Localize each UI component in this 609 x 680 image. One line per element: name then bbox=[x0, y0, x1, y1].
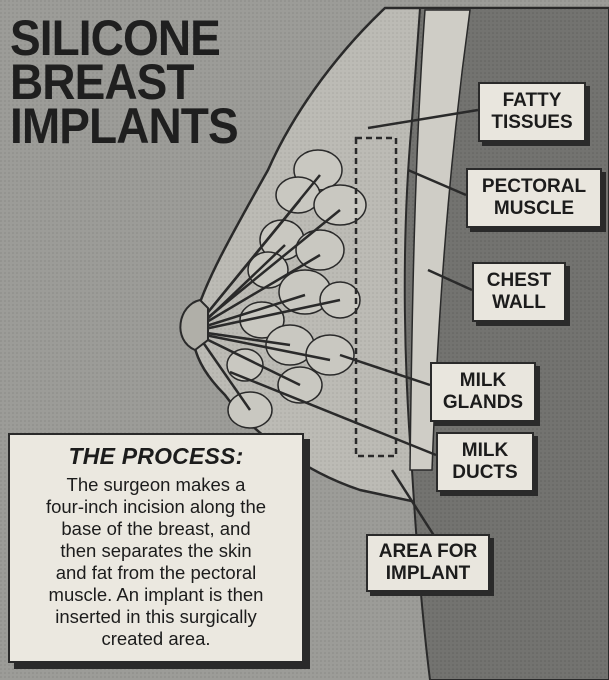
label-chest-wall: CHEST WALL bbox=[472, 262, 566, 322]
process-panel: THE PROCESS: The surgeon makes a four-in… bbox=[8, 433, 304, 663]
process-description: The surgeon makes a four-inch incision a… bbox=[10, 474, 302, 650]
diagram-title: SILICONE BREAST IMPLANTS bbox=[10, 16, 238, 148]
label-chest-wall-line1: CHEST bbox=[487, 270, 551, 292]
process-line-2: four-inch incision along the bbox=[16, 496, 296, 518]
label-area-for-implant-line1: AREA FOR bbox=[379, 541, 478, 563]
process-line-3: base of the breast, and bbox=[16, 518, 296, 540]
title-line-3: IMPLANTS bbox=[10, 104, 238, 148]
label-milk-ducts: MILK DUCTS bbox=[436, 432, 534, 492]
label-milk-glands: MILK GLANDS bbox=[430, 362, 536, 422]
label-pectoral-muscle: PECTORAL MUSCLE bbox=[466, 168, 602, 228]
process-line-6: muscle. An implant is then bbox=[16, 584, 296, 606]
process-line-7: inserted in this surgically bbox=[16, 606, 296, 628]
label-fatty-tissues: FATTY TISSUES bbox=[478, 82, 586, 142]
label-fatty-tissues-line2: TISSUES bbox=[491, 112, 572, 134]
label-pectoral-muscle-line1: PECTORAL bbox=[482, 176, 586, 198]
process-line-8: created area. bbox=[16, 628, 296, 650]
process-line-1: The surgeon makes a bbox=[16, 474, 296, 496]
label-area-for-implant-line2: IMPLANT bbox=[386, 563, 470, 585]
label-milk-ducts-line2: DUCTS bbox=[452, 462, 517, 484]
label-milk-glands-line1: MILK bbox=[460, 370, 506, 392]
process-line-4: then separates the skin bbox=[16, 540, 296, 562]
process-line-5: and fat from the pectoral bbox=[16, 562, 296, 584]
label-milk-glands-line2: GLANDS bbox=[443, 392, 523, 414]
label-chest-wall-line2: WALL bbox=[492, 292, 546, 314]
label-area-for-implant: AREA FOR IMPLANT bbox=[366, 534, 490, 592]
label-pectoral-muscle-line2: MUSCLE bbox=[494, 198, 574, 220]
process-title: THE PROCESS: bbox=[10, 443, 302, 470]
label-fatty-tissues-line1: FATTY bbox=[503, 90, 562, 112]
label-milk-ducts-line1: MILK bbox=[462, 440, 508, 462]
